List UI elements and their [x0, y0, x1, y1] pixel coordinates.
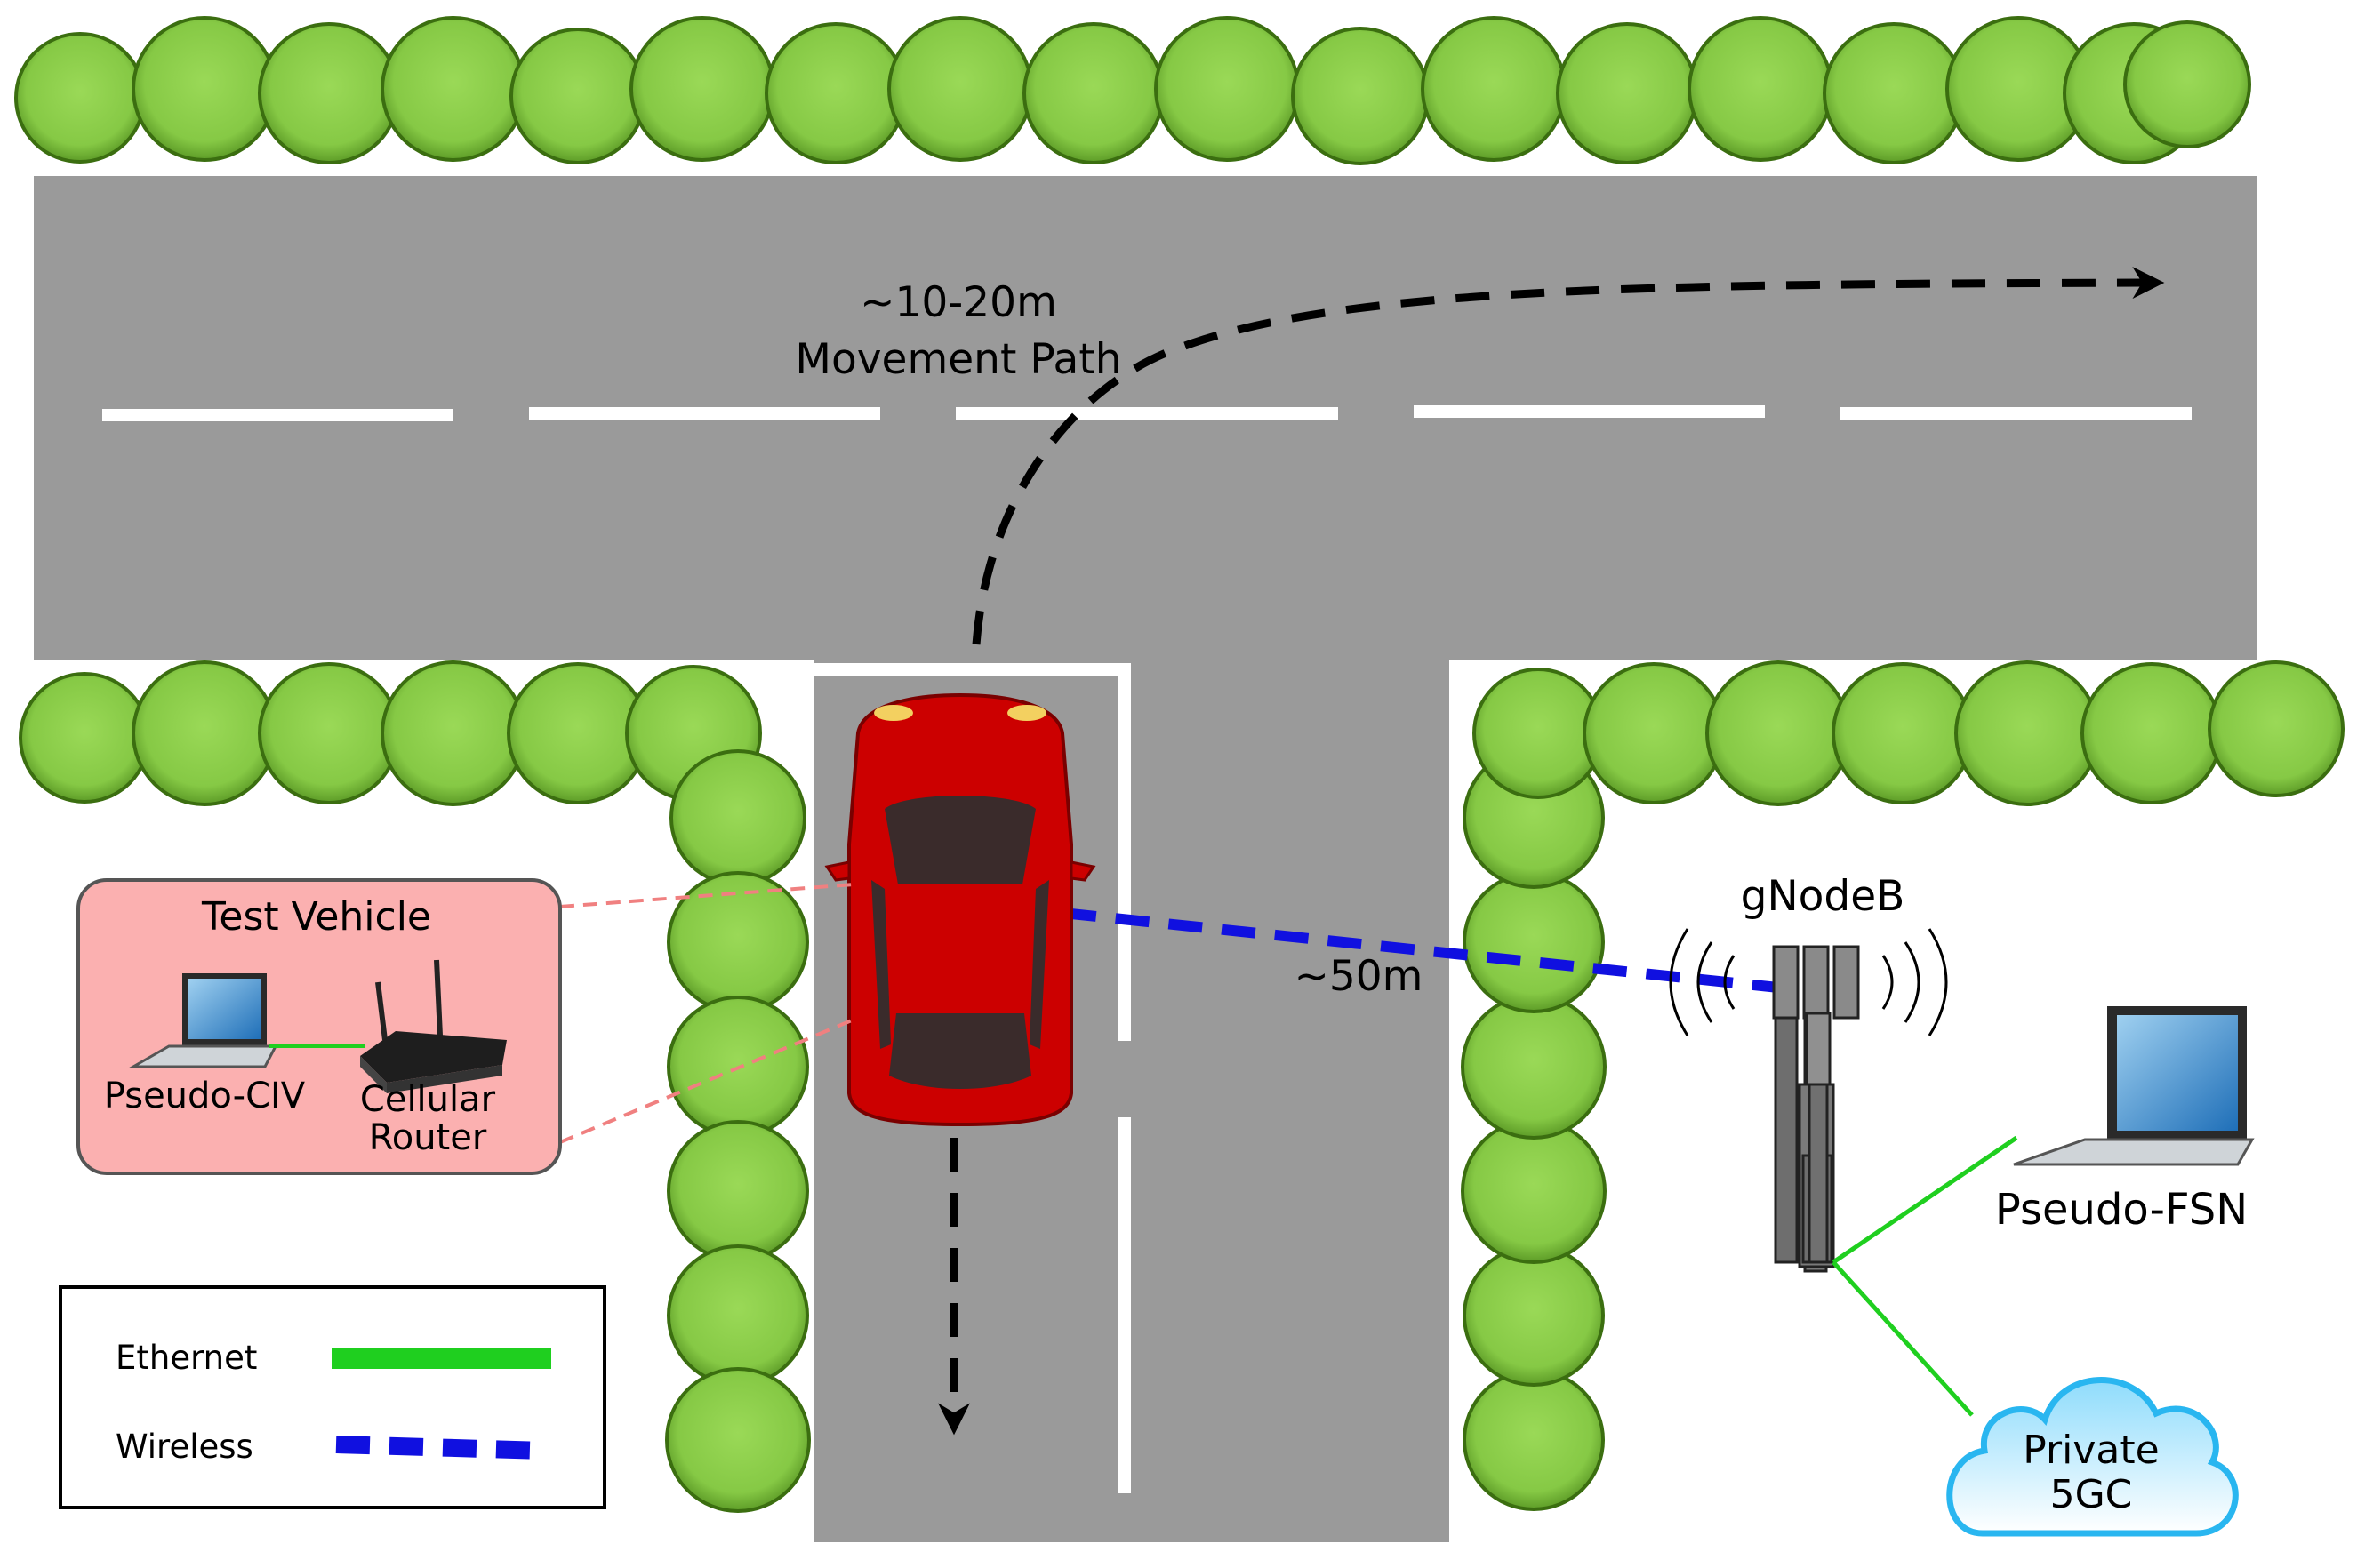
router-label-line1: Cellular — [360, 1079, 496, 1120]
pseudo-civ-label: Pseudo-CIV — [104, 1076, 306, 1116]
distance-label: ~50m — [1295, 952, 1423, 1001]
movement-label-line1: ~10-20m — [860, 278, 1057, 327]
test-vehicle-box: Test Vehicle Pseudo-CIV Cellular Router — [76, 878, 562, 1175]
tree-icon — [14, 16, 2251, 165]
hedge-right — [1461, 660, 2345, 1511]
cell-tower-icon — [1669, 928, 1948, 1273]
laptop-icon — [128, 973, 278, 1068]
ethernet-link-tower-5gc — [1832, 1260, 1974, 1417]
test-vehicle-title: Test Vehicle — [201, 894, 431, 940]
ethernet-link-tower-fsn — [1832, 1135, 2018, 1265]
router-icon — [360, 959, 507, 1093]
movement-label-line2: Movement Path — [795, 335, 1121, 384]
road-horizontal — [34, 176, 2257, 660]
gnodeb-label: gNodeB — [1741, 872, 1905, 921]
cloud-icon — [1946, 1377, 2239, 1537]
hedge-top — [14, 16, 2251, 165]
movement-path — [938, 267, 2165, 1436]
legend: Ethernet Wireless — [59, 1285, 606, 1509]
vehicle-callout-lines — [559, 883, 859, 1144]
parking-lines — [814, 663, 1131, 1493]
laptop-icon — [2013, 1006, 2255, 1166]
legend-ethernet-label: Ethernet — [116, 1339, 257, 1377]
pseudo-fsn-label: Pseudo-FSN — [1995, 1185, 2248, 1235]
lane-markings — [102, 405, 2192, 421]
router-label-line2: Router — [369, 1117, 487, 1158]
wireless-link — [1062, 908, 1788, 994]
cloud-label-line2: 5GC — [2050, 1472, 2133, 1517]
cloud-label-line1: Private — [2023, 1428, 2159, 1473]
legend-wireless-swatch — [335, 1436, 545, 1460]
tree-icon — [1461, 660, 2345, 1511]
legend-wireless-label: Wireless — [116, 1428, 253, 1466]
car-icon — [824, 692, 1096, 1127]
